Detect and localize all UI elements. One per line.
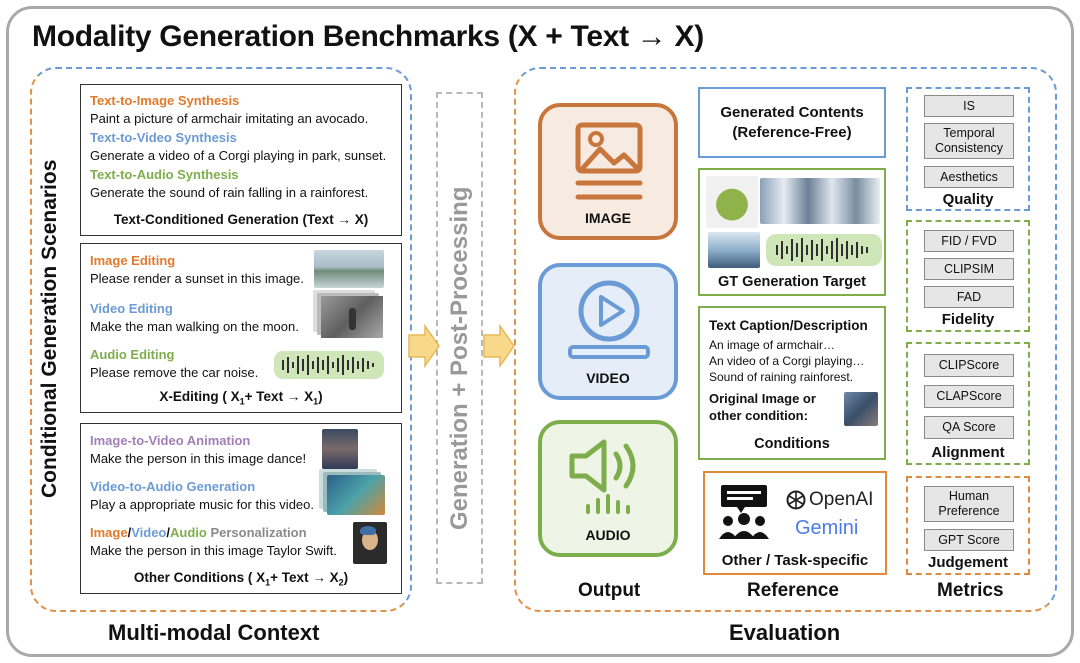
play-video-icon [568,280,650,359]
text-conditioned-box: Text-to-Image Synthesis Paint a picture … [80,84,402,236]
audio-editing-desc: Please remove the car noise. [90,365,259,380]
underwater-thumbnail [327,475,385,515]
video-editing-head: Video Editing [90,301,173,316]
t2v-desc: Generate a video of a Corgi playing in p… [90,148,387,163]
metric-clapscore: CLAPScore [924,385,1014,408]
judgement-group: Human Preference GPT Score Judgement [906,476,1030,575]
audio-modality-card: AUDIO [538,420,678,557]
conditions-label: Conditions [754,436,830,452]
side-label: Conditional Generation Scenarios [38,159,61,498]
evaluation-outline [514,67,1057,612]
image-modality-label: IMAGE [585,210,631,226]
v2a-desc: Play a appropriate music for this video. [90,497,314,512]
personalization-desc: Make the person in this image Taylor Swi… [90,543,337,558]
quality-group-name: Quality [942,191,994,208]
fidelity-group: FID / FVD CLIPSIM FAD Fidelity [906,220,1030,332]
video-modality-label: VIDEO [586,370,630,386]
metric-qa-score: QA Score [924,416,1014,439]
walking-man-thumbnail [321,296,383,338]
t2i-desc: Paint a picture of armchair imitating an… [90,111,369,126]
avocado-chair-thumbnail [706,176,758,228]
metric-fad: FAD [924,286,1014,308]
speaker-audio-icon [569,439,636,514]
waveform-thumbnail [274,351,384,379]
arrow-right-icon [483,324,515,368]
image-editing-desc: Please render a sunset in this image. [90,271,304,286]
original-line-1: Original Image or [709,391,816,406]
portrait-thumbnail [353,522,387,564]
alignment-group-name: Alignment [931,444,1005,461]
mountain-image-icon [575,122,643,200]
caption-head: Text Caption/Description [709,318,868,333]
metrics-column-label: Metrics [937,580,1004,601]
gt-target-label: GT Generation Target [718,274,866,290]
other-reference-label: Other / Task-specific [721,552,869,569]
caption-line-2: An video of a Corgi playing… [709,354,865,368]
quality-group: IS Temporal Consistency Aesthetics Quali… [906,87,1030,211]
openai-logo-icon [786,490,806,510]
metric-clipsim: CLIPSIM [924,258,1014,280]
metric-human-preference: Human Preference [924,486,1014,522]
metric-clipscore: CLIPScore [924,354,1014,377]
metric-gpt-score: GPT Score [924,529,1014,551]
generated-line2: (Reference-Free) [732,124,852,141]
gemini-logo-text: Gemini [795,517,859,539]
caption-line-1: An image of armchair… [709,338,836,352]
metric-aesthetics: Aesthetics [924,166,1014,188]
dance-person-thumbnail [322,429,358,469]
audio-modality-label: AUDIO [585,527,631,543]
generation-box [436,92,483,584]
lake-thumbnail [314,250,384,288]
personalization-head: Image/Video/Audio Personalization [90,525,307,540]
people-discussion-icon [719,485,769,539]
generated-line1: Generated Contents [720,104,864,121]
other-footer: Other Conditions ( X1+ Text → X2) [133,570,349,588]
metric-fid-fvd: FID / FVD [924,230,1014,252]
conditions-box: Text Caption/Description An image of arm… [698,306,886,460]
reference-column-label: Reference [747,580,839,601]
page-title: Modality Generation Benchmarks (X + Text… [32,20,704,53]
outer-frame [6,6,1074,657]
i2v-desc: Make the person in this image dance! [90,451,307,466]
context-bottom-label: Multi-modal Context [108,620,320,645]
caption-line-3: Sound of raining rainforest. [709,370,854,384]
generated-contents-box: Generated Contents (Reference-Free) [698,87,886,158]
image-editing-head: Image Editing [90,253,176,268]
lake-sunset-thumbnail [708,232,760,268]
video-frames-thumbnail [760,178,880,224]
text-conditioned-footer: Text-Conditioned Generation (Text → X) [113,212,369,227]
image-modality-card: IMAGE [538,103,678,240]
output-column-label: Output [578,580,641,601]
original-line-2: other condition: [709,408,808,423]
generation-label: Generation + Post-Processing [446,186,473,530]
video-modality-card: VIDEO [538,263,678,400]
editing-footer: X-Editing ( X1+ Text → X1) [159,389,323,407]
metric-temporal-consistency: Temporal Consistency [924,123,1014,159]
v2a-head: Video-to-Audio Generation [90,479,256,494]
gt-waveform-thumbnail [766,234,882,266]
i2v-head: Image-to-Video Animation [90,433,251,448]
editing-box: Image Editing Please render a sunset in … [80,243,402,413]
alignment-group: CLIPScore CLAPScore QA Score Alignment [906,342,1030,465]
video-editing-desc: Make the man walking on the moon. [90,319,299,334]
other-conditions-box: Image-to-Video Animation Make the person… [80,423,402,594]
evaluation-bottom-label: Evaluation [729,620,841,645]
metric-is: IS [924,95,1014,117]
condition-thumbnail [844,392,878,426]
judgement-group-name: Judgement [927,554,1008,571]
audio-editing-head: Audio Editing [90,347,175,362]
t2a-head: Text-to-Audio Synthesis [90,167,239,182]
t2v-head: Text-to-Video Synthesis [90,130,237,145]
t2a-desc: Generate the sound of rain falling in a … [90,185,369,200]
gt-target-box: GT Generation Target [698,168,886,296]
openai-logo-text: OpenAI [809,489,874,510]
t2i-head: Text-to-Image Synthesis [90,93,240,108]
fidelity-group-name: Fidelity [941,311,995,328]
other-reference-box: OpenAI Gemini Other / Task-specific [703,471,887,575]
arrow-left-icon [408,324,440,368]
